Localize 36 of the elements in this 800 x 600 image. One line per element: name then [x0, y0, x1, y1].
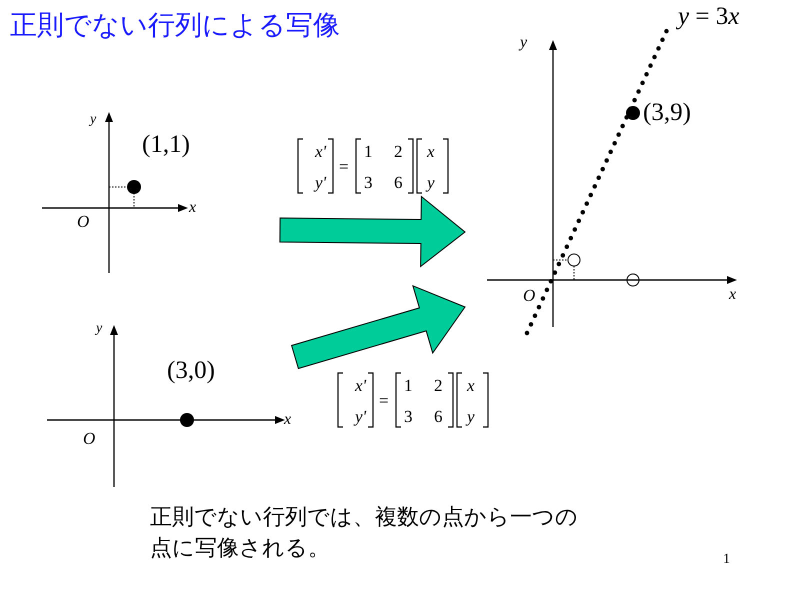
- matrix-entry: =: [339, 158, 349, 175]
- origin-label: O: [83, 430, 96, 447]
- matrix-entry: x: [467, 377, 475, 394]
- matrix-entry: 2: [394, 143, 402, 160]
- caption: 正則でない行列では、複数の点から一つの点に写像される。: [150, 504, 579, 563]
- matrix-entry: x': [315, 143, 326, 160]
- matrix-entry: 3: [404, 408, 412, 425]
- matrix-entry: 1: [404, 377, 412, 394]
- matrix-entry: y: [467, 408, 475, 425]
- matrix-entry: y': [315, 174, 326, 191]
- axis-label: x: [284, 412, 292, 428]
- matrix-entry: x: [427, 143, 435, 160]
- page-number: 1: [723, 553, 730, 567]
- point-label: (3,0): [167, 358, 215, 383]
- matrix-entry: 6: [394, 174, 402, 191]
- matrix-entry: 6: [434, 408, 442, 425]
- matrix-entry: y: [427, 174, 435, 191]
- axis-label: y: [520, 35, 528, 51]
- title: 正則でない行列による写像: [10, 12, 340, 39]
- block-arrow: [279, 195, 466, 268]
- axis-label: y: [90, 113, 96, 127]
- matrix-entry: 1: [364, 143, 372, 160]
- point-label: (3,9): [643, 100, 691, 125]
- origin-label: O: [523, 287, 536, 304]
- point-label: (1,1): [142, 132, 190, 157]
- line-equation: y = 3x: [678, 4, 740, 29]
- matrix-entry: 3: [364, 174, 372, 191]
- axis-label: x: [189, 200, 196, 216]
- matrix-entry: y': [355, 408, 366, 425]
- matrix-entry: x': [355, 377, 366, 394]
- origin-label: O: [77, 213, 90, 230]
- matrix-entry: =: [379, 392, 389, 409]
- axis-label: x: [729, 287, 736, 303]
- matrix-entry: 2: [434, 377, 442, 394]
- axis-label: y: [96, 322, 102, 336]
- block-arrow: [290, 284, 466, 370]
